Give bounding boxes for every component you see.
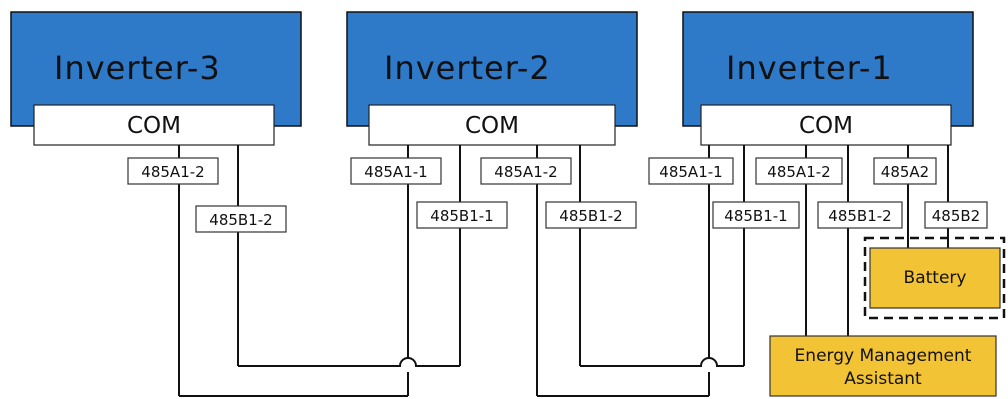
inverter-2: Inverter-2 COM [346, 11, 638, 146]
terminal-inv1-b2: 485B1-2 [828, 207, 891, 225]
inverter-3-com-label: COM [127, 113, 181, 139]
terminal-inv2-a1-box [350, 157, 442, 185]
battery-box [869, 247, 1001, 309]
terminal-inv2-a1: 485A1-1 [364, 163, 427, 181]
inverter-3-com-port [33, 104, 275, 146]
crossover-gap-2 [702, 358, 716, 372]
crossover-gap-1 [401, 358, 415, 372]
ema-label-line2: Assistant [844, 369, 922, 389]
battery-optional-border [863, 236, 1006, 320]
ema-box [769, 335, 997, 397]
terminal-inv2-a2-box [480, 157, 572, 185]
terminal-inv1-b1: 485B1-1 [724, 207, 787, 225]
battery-group: Battery [863, 236, 1006, 320]
terminal-inv1-a2: 485A1-2 [767, 163, 830, 181]
inverter-3-title: Inverter-3 [54, 49, 221, 87]
inverter-2-title: Inverter-2 [384, 49, 551, 87]
terminal-inv1-bat-b-box [924, 201, 988, 229]
inverter-3: Inverter-3 COM [10, 11, 302, 146]
inverter-1: Inverter-1 COM [682, 11, 974, 146]
terminal-inv2-b1: 485B1-1 [430, 207, 493, 225]
ema-label-line1: Energy Management [795, 346, 972, 366]
terminal-inv1-bat-b: 485B2 [932, 207, 980, 225]
terminal-inv1-a1-box [648, 157, 734, 185]
terminal-inv3-a-box [127, 157, 219, 185]
terminal-inv1-bat-a-box [873, 157, 937, 185]
terminal-inv2-b1-box [416, 201, 508, 229]
terminal-inv3-b-box [195, 205, 287, 233]
ema-group: Energy Management Assistant [769, 335, 997, 397]
terminal-inv1-bat-a: 485A2 [881, 163, 929, 181]
terminal-inv2-a2: 485A1-2 [494, 163, 557, 181]
inverter-1-title: Inverter-1 [726, 49, 893, 87]
terminal-inv1-b2-box [817, 201, 903, 229]
inverter-2-com-label: COM [465, 113, 519, 139]
crossover-hump-1 [399, 357, 417, 367]
terminal-inv3-a: 485A1-2 [141, 163, 204, 181]
battery-label: Battery [904, 268, 967, 288]
wires [178, 145, 949, 397]
terminal-inv1-b1-box [712, 201, 800, 229]
terminal-inv3-b: 485B1-2 [209, 211, 272, 229]
inverter-2-com-port [368, 104, 616, 146]
terminal-inv1-a2-box [755, 157, 843, 185]
terminal-labels: 485A1-2 485B1-2 485A1-1 485B1-1 485A1-2 … [127, 157, 988, 233]
crossover-hump-2 [700, 357, 718, 367]
terminal-inv2-b2: 485B1-2 [559, 207, 622, 225]
inverter-1-com-port [700, 104, 952, 146]
terminal-inv1-a1: 485A1-1 [659, 163, 722, 181]
terminal-inv2-b2-box [545, 201, 637, 229]
inverter-1-com-label: COM [799, 113, 853, 139]
